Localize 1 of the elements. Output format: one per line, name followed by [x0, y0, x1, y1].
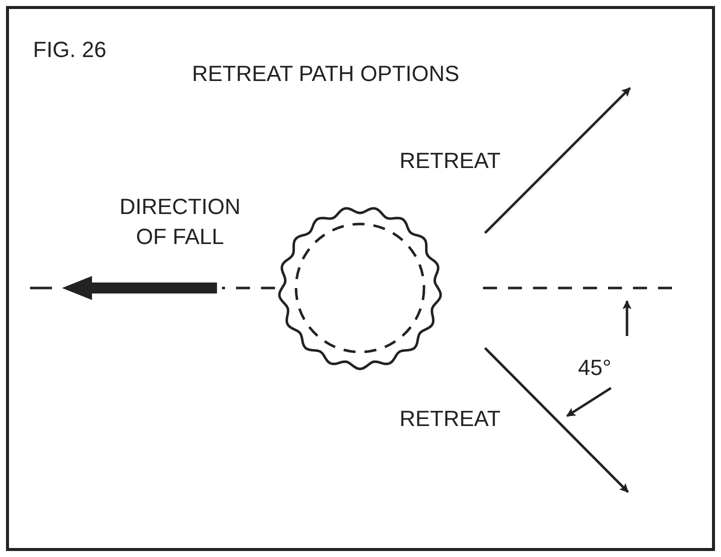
diagram-title: RETREAT PATH OPTIONS: [192, 60, 460, 88]
